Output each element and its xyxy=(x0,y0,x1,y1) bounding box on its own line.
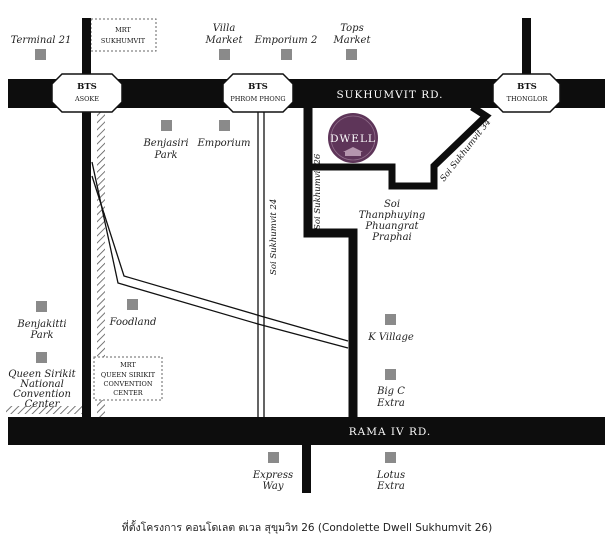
landmark-benjasiri-park: Benjasiri Park xyxy=(142,120,189,161)
landmark-emporium-2: Emporium 2 xyxy=(254,35,318,60)
svg-text:Market: Market xyxy=(205,35,244,46)
bts-thonglor-station: BTS THONGLOR xyxy=(492,73,561,113)
svg-text:Park: Park xyxy=(153,150,177,161)
landmark-soi-thanphuying: Soi Thanphuying Phuangrat Praphai xyxy=(359,199,425,243)
minor-roads xyxy=(91,107,349,417)
svg-text:Emporium 2: Emporium 2 xyxy=(254,35,318,46)
svg-text:MRT: MRT xyxy=(120,361,136,369)
landmark-tops-market: Tops Market xyxy=(333,23,372,60)
svg-text:Lotus: Lotus xyxy=(376,470,405,481)
soi-sukhumvit-26-label: Soi Sukhumvit 26 xyxy=(313,153,323,230)
svg-text:Queen Sirikit: Queen Sirikit xyxy=(8,369,76,380)
svg-text:BTS: BTS xyxy=(517,82,537,92)
svg-text:Emporium: Emporium xyxy=(196,138,250,149)
bts-phrom-phong-station: BTS PHROM PHONG xyxy=(222,73,294,113)
asoke-road-north xyxy=(82,18,91,80)
landmark-foodland: Foodland xyxy=(109,299,157,328)
svg-text:Benjakitti: Benjakitti xyxy=(16,319,66,330)
svg-text:Villa: Villa xyxy=(213,23,236,34)
svg-text:Terminal 21: Terminal 21 xyxy=(11,35,72,46)
major-roads xyxy=(82,18,531,493)
svg-text:Express: Express xyxy=(252,470,293,481)
mrt-line-hatch xyxy=(97,107,105,417)
mrt-line-hatch-bottom xyxy=(6,406,86,414)
landmark-villa-market: Villa Market xyxy=(205,23,244,60)
landmark-lotus-extra: Lotus Extra xyxy=(376,452,405,492)
svg-text:MRT: MRT xyxy=(115,26,131,34)
svg-text:DWELL: DWELL xyxy=(330,133,376,145)
bts-asoke-station: BTS ASOKE xyxy=(51,73,123,113)
svg-text:CONVENTION: CONVENTION xyxy=(103,380,152,388)
mrt-sukhumvit-station: MRT SUKHUMVIT xyxy=(90,18,157,52)
landmark-terminal21: Terminal 21 xyxy=(11,35,72,60)
svg-text:BTS: BTS xyxy=(77,82,97,92)
svg-text:Thanphuying: Thanphuying xyxy=(359,210,425,221)
asoke-road xyxy=(82,107,91,419)
svg-text:CENTER: CENTER xyxy=(113,389,143,397)
soi-sukhumvit-24-label: Soi Sukhumvit 24 xyxy=(269,199,279,275)
landmark-k-village: K Village xyxy=(367,314,414,343)
rama4-road-label: RAMA IV RD. xyxy=(349,426,432,438)
landmark-benjakitti-park: Benjakitti Park xyxy=(16,301,67,341)
thonglor-road-north xyxy=(522,18,531,80)
svg-text:Extra: Extra xyxy=(376,481,405,492)
svg-text:K Village: K Village xyxy=(367,332,414,343)
svg-text:Park: Park xyxy=(29,330,53,341)
svg-text:THONGLOR: THONGLOR xyxy=(507,95,549,103)
map-caption: ที่ตั้งโครงการ คอนโดเลต ดเวล สุขุมวิท 26… xyxy=(121,522,493,534)
landmark-big-c-extra: Big C Extra xyxy=(376,369,405,409)
location-map: MRT SUKHUMVIT SUKHUMVIT RD. RAMA IV RD. … xyxy=(6,18,605,493)
landmark-expressway: Express Way xyxy=(252,452,293,492)
svg-text:Soi: Soi xyxy=(384,199,400,210)
svg-text:Praphai: Praphai xyxy=(371,232,411,243)
soi-branch-road xyxy=(308,104,492,190)
svg-text:Market: Market xyxy=(333,35,372,46)
svg-text:Phuangrat: Phuangrat xyxy=(364,221,419,232)
rama4-road xyxy=(8,417,605,445)
svg-text:Foodland: Foodland xyxy=(109,317,157,328)
svg-text:Way: Way xyxy=(262,481,283,492)
landmark-emporium: Emporium xyxy=(196,120,251,149)
expressway-road xyxy=(302,443,311,493)
svg-text:Convention: Convention xyxy=(13,389,71,400)
svg-text:QUEEN SIRIKIT: QUEEN SIRIKIT xyxy=(101,371,156,379)
svg-text:ASOKE: ASOKE xyxy=(74,95,99,103)
dwell-project-logo: DWELL xyxy=(328,113,378,163)
sukhumvit-road-label: SUKHUMVIT RD. xyxy=(336,89,443,101)
svg-text:Tops: Tops xyxy=(340,23,363,34)
svg-text:SUKHUMVIT: SUKHUMVIT xyxy=(101,37,146,45)
svg-text:Extra: Extra xyxy=(376,398,405,409)
svg-text:BTS: BTS xyxy=(248,82,268,92)
svg-text:Center: Center xyxy=(25,399,61,410)
svg-text:Benjasiri: Benjasiri xyxy=(142,138,188,149)
landmark-qsncc: Queen Sirikit National Convention Center xyxy=(8,352,77,410)
svg-text:Big C: Big C xyxy=(376,386,405,397)
svg-text:PHROM PHONG: PHROM PHONG xyxy=(230,95,285,103)
mrt-qsncc-station: MRT QUEEN SIRIKIT CONVENTION CENTER xyxy=(93,356,163,401)
svg-text:National: National xyxy=(19,379,64,390)
